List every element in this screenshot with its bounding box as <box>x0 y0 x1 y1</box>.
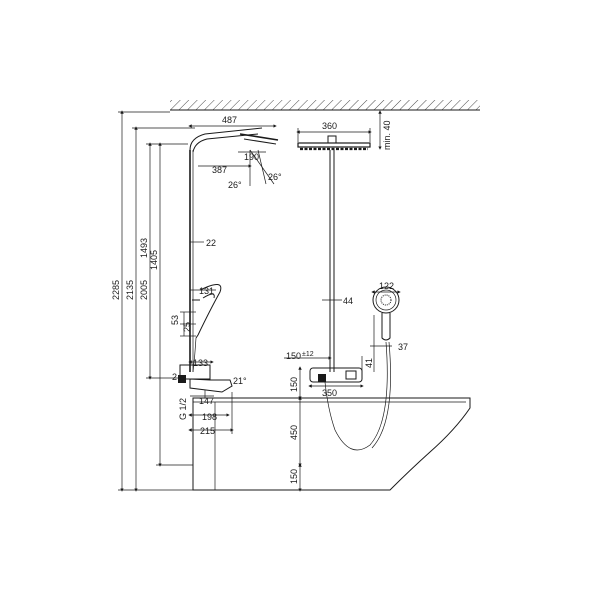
dim-387: 387 <box>212 165 227 175</box>
dim-150-thermostat: 150 <box>289 377 299 392</box>
dim-133: 133 <box>193 358 208 368</box>
dim-min-40: min. 40 <box>382 120 392 150</box>
dim-53: 53 <box>170 315 180 325</box>
dim-360: 360 <box>322 121 337 131</box>
dim-198: 198 <box>202 412 217 422</box>
dim-g-half: G 1/2 <box>178 398 188 420</box>
right-shower-front-view <box>297 135 400 451</box>
dimension-labels: 487 360 190 387 26° 26° min. 40 22 2285 … <box>111 115 408 484</box>
dim-2285: 2285 <box>111 280 121 300</box>
dim-2135: 2135 <box>125 280 135 300</box>
dim-22: 22 <box>206 238 216 248</box>
dim-215: 215 <box>200 426 215 436</box>
dim-21: 21° <box>233 376 247 386</box>
left-shower-side-view <box>178 127 279 398</box>
dim-1405: 1405 <box>149 250 159 270</box>
dim-1493: 1493 <box>139 238 149 258</box>
height-dimensions <box>118 110 195 492</box>
dim-44: 44 <box>343 296 353 306</box>
dim-150-top: 150 <box>286 351 301 361</box>
dim-2005: 2005 <box>139 280 149 300</box>
dim-150-bottom: 150 <box>289 469 299 484</box>
ceiling <box>170 100 480 111</box>
dim-37: 37 <box>398 342 408 352</box>
dim-26-a: 26° <box>228 180 242 190</box>
misc-dimension-lines <box>180 110 401 492</box>
dim-122: 122 <box>379 281 394 291</box>
dim-2: 2 <box>172 372 177 382</box>
dim-190: 190 <box>244 152 259 162</box>
dim-25: 25 <box>182 322 192 332</box>
dim-plus-minus-12: ±12 <box>302 351 314 358</box>
dim-131: 131 <box>199 286 214 296</box>
dim-350: 350 <box>322 388 337 398</box>
dim-26-b: 26° <box>268 172 282 182</box>
dim-147: 147 <box>199 396 214 406</box>
dim-41: 41 <box>364 358 374 368</box>
dim-487: 487 <box>222 115 237 125</box>
dim-450: 450 <box>289 425 299 440</box>
bathtub <box>192 397 471 491</box>
